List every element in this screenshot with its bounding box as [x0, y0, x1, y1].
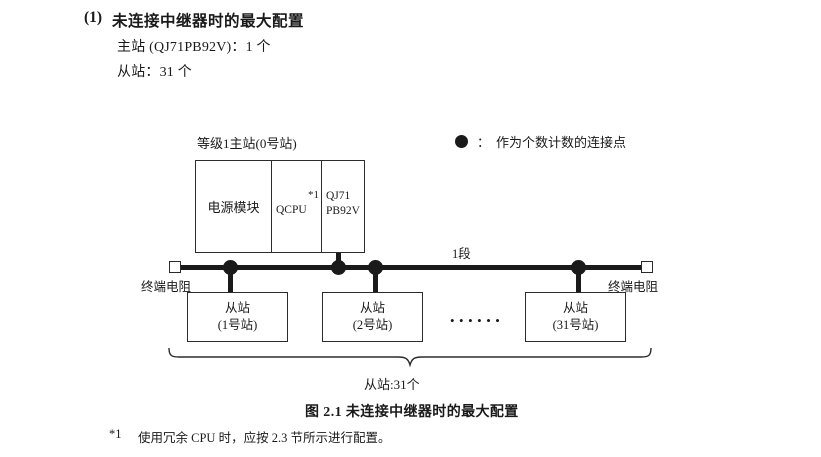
slave-group-brace [165, 347, 655, 373]
figure-caption: 图 2.1 未连接中继器时的最大配置 [305, 405, 519, 420]
terminator-left-label: 终端电阻 [141, 280, 192, 294]
module-power-supply-label: 电源模块 [207, 200, 260, 215]
master-station-caption: 等级1主站(0号站) [197, 136, 297, 151]
brace-shape [168, 347, 652, 368]
terminator-right-icon [641, 261, 653, 273]
slave-stations-ellipsis: •••••• [450, 313, 505, 328]
slave-station-31: 从站 (31号站) [525, 292, 626, 342]
filled-circle-icon [455, 135, 468, 148]
footnote-mark: *1 [109, 427, 122, 441]
slave-station-2: 从站 (2号站) [322, 292, 423, 342]
profibus-trunk-line [180, 264, 645, 270]
slave-station-31-line1: 从站 [562, 301, 588, 315]
heading-title: 未连接中继器时的最大配置 [112, 13, 305, 30]
legend-colon: ： [477, 135, 491, 150]
footnote-text: 使用冗余 CPU 时，应按 2.3 节所示进行配置。 [138, 431, 391, 445]
slave-station-31-line2: (31号站) [552, 318, 599, 332]
slave-station-2-line1: 从站 [359, 301, 385, 315]
heading-number: (1) [84, 9, 103, 26]
terminator-right-label: 终端电阻 [608, 280, 659, 294]
spec-master-count: 主站 (QJ71PB92V)：1 个 [117, 40, 271, 55]
slave-station-1-line1: 从站 [224, 301, 250, 315]
drop-line-slave-1 [228, 267, 233, 293]
module-qcpu: *1 QCPU [272, 161, 322, 252]
terminator-left-icon [169, 261, 181, 273]
slave-station-2-line2: (2号站) [352, 318, 393, 332]
slave-group-brace-label: 从站:31个 [364, 377, 420, 392]
module-qj71pb92v-line1: QJ71 [326, 190, 351, 202]
drop-line-slave-2 [373, 267, 378, 293]
legend: ： 作为个数计数的连接点 [455, 132, 626, 151]
slave-station-1-line2: (1号站) [217, 318, 258, 332]
footnote-ref-1: *1 [308, 189, 319, 201]
module-power-supply: 电源模块 [196, 161, 272, 252]
drop-line-slave-31 [576, 267, 581, 293]
legend-label: 作为个数计数的连接点 [496, 135, 627, 150]
spec-slave-count: 从站：31 个 [117, 65, 192, 80]
slave-station-1: 从站 (1号站) [187, 292, 288, 342]
module-qcpu-label: QCPU [276, 204, 307, 216]
segment-label: 1段 [452, 247, 471, 261]
module-qj71pb92v-line2: PB92V [326, 205, 360, 217]
connection-node-master [331, 259, 346, 275]
